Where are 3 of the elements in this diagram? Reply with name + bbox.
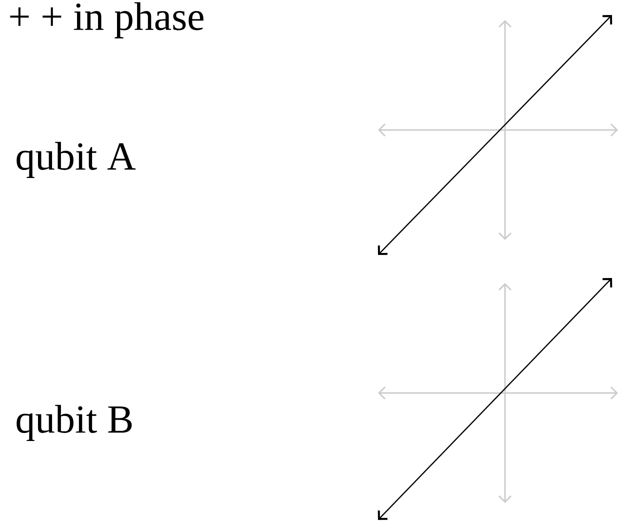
text-label: qubit A xyxy=(16,142,136,178)
text-label: qubit B xyxy=(16,404,132,442)
text-label: + + in phase xyxy=(10,2,204,38)
